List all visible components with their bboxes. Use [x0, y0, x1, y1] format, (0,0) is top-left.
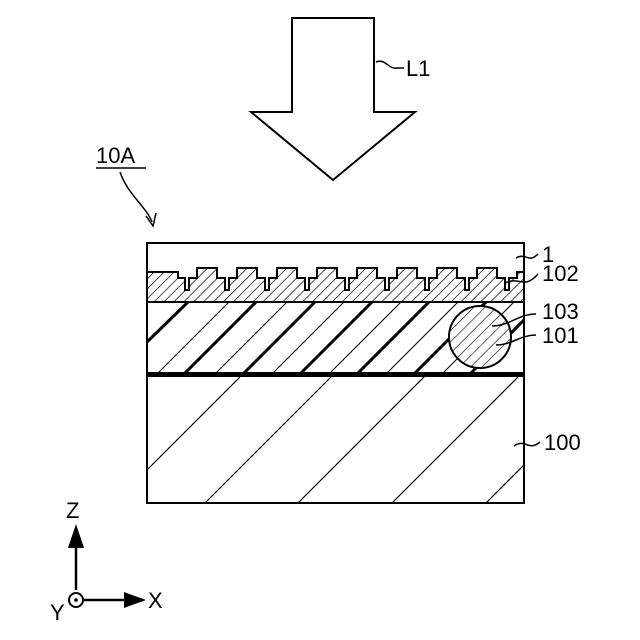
- particle-103: [449, 306, 511, 368]
- label-100: 100: [544, 430, 581, 455]
- layer-100-substrate: [147, 376, 560, 503]
- label-10a: 10A: [96, 143, 135, 168]
- layer-boundary: [147, 372, 524, 377]
- axis-label-z: Z: [66, 498, 79, 523]
- axis-label-x: X: [148, 588, 163, 613]
- x-arrowhead-icon: [124, 592, 146, 608]
- device-label: 10A: [96, 143, 156, 226]
- label-103: 103: [542, 299, 579, 324]
- z-arrowhead-icon: [68, 524, 84, 548]
- label-101: 101: [542, 323, 579, 348]
- label-l1: L1: [406, 56, 430, 81]
- coordinate-axes: Z X Y: [50, 498, 163, 625]
- label-102: 102: [542, 261, 579, 286]
- incident-light-arrow: L1: [251, 18, 430, 180]
- layer-102-grating: [147, 268, 524, 302]
- axis-label-y: Y: [50, 600, 65, 625]
